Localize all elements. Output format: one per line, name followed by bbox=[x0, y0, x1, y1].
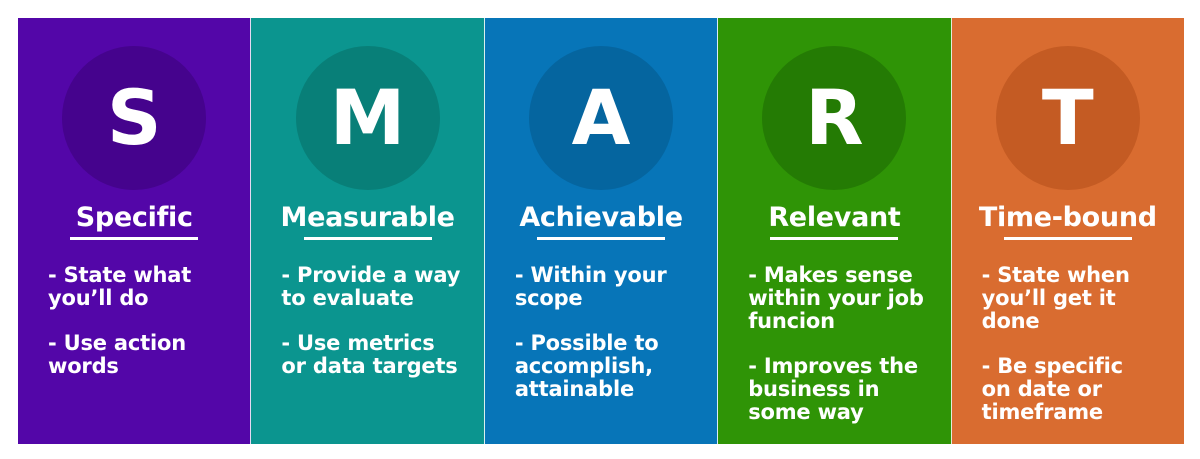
letter-circle-m: M bbox=[295, 46, 440, 190]
title-underline bbox=[537, 237, 666, 240]
title-time-bound: Time-bound bbox=[978, 202, 1157, 233]
point-item: - Improves the business in some way bbox=[748, 354, 918, 424]
title-measurable: Measurable bbox=[280, 202, 455, 233]
title-specific: Specific bbox=[75, 202, 193, 233]
points-list: - State when you’ll get it done - Be spe… bbox=[982, 264, 1178, 446]
point-item: - Possible to accomplish, attainable bbox=[514, 331, 659, 401]
column-measurable: M Measurable - Provide a way to evaluate… bbox=[251, 18, 485, 444]
point-item: - Provide a way to evaluate bbox=[281, 263, 461, 310]
point-item: - Use action words bbox=[48, 331, 186, 378]
letter-circle-r: R bbox=[762, 46, 907, 190]
letter-circle-a: A bbox=[529, 46, 674, 190]
point-item: - Within your scope bbox=[514, 263, 667, 310]
letter-circle-s: S bbox=[62, 46, 207, 190]
title-underline bbox=[770, 237, 899, 240]
point-item: - Use metrics or data targets bbox=[281, 331, 458, 378]
letter-circle-t: T bbox=[995, 46, 1140, 190]
points-list: - Within your scope - Possible to accomp… bbox=[515, 264, 711, 423]
title-underline bbox=[1003, 237, 1132, 240]
column-achievable: A Achievable - Within your scope - Possi… bbox=[484, 18, 719, 444]
point-item: - Be specific on date or timeframe bbox=[981, 354, 1123, 424]
points-list: - Provide a way to evaluate - Use metric… bbox=[281, 264, 477, 400]
points-list: - Makes sense within your job funcion - … bbox=[748, 264, 944, 446]
points-list: - State what you’ll do - Use action word… bbox=[48, 264, 244, 400]
smart-goals-board: S Specific - State what you’ll do - Use … bbox=[18, 18, 1185, 446]
point-item: - Makes sense within your job funcion bbox=[748, 263, 924, 333]
title-underline bbox=[303, 237, 432, 240]
column-specific: S Specific - State what you’ll do - Use … bbox=[18, 18, 252, 444]
column-time-bound: T Time-bound - State when you’ll get it … bbox=[951, 18, 1185, 446]
column-relevant: R Relevant - Makes sense within your job… bbox=[718, 18, 952, 446]
title-achievable: Achievable bbox=[519, 202, 683, 233]
point-item: - State when you’ll get it done bbox=[981, 263, 1130, 333]
point-item: - State what you’ll do bbox=[48, 263, 192, 310]
title-relevant: Relevant bbox=[768, 202, 901, 233]
title-underline bbox=[70, 237, 199, 240]
